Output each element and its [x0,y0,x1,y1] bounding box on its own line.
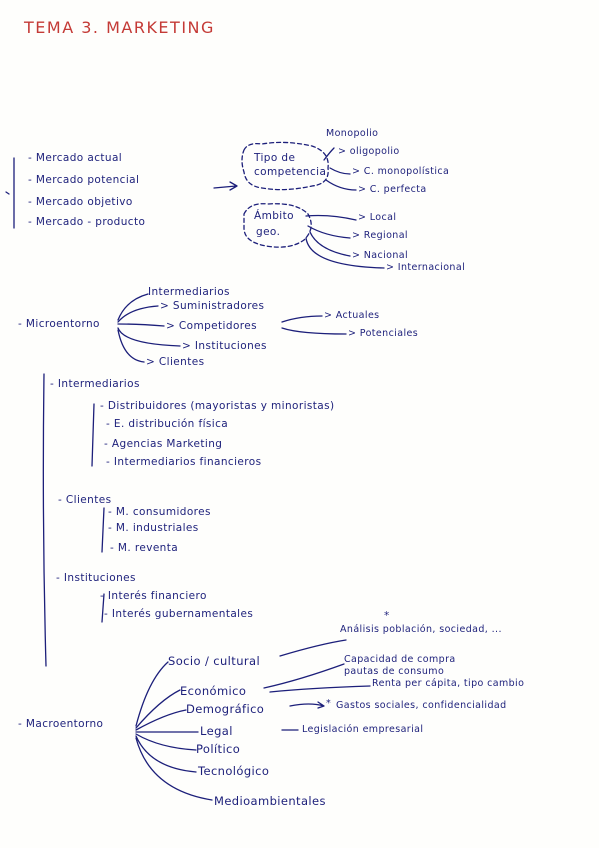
bracket-intermediarios [91,403,95,467]
macro-demografico: Demográfico [186,702,265,716]
macro-note-eco-3: Renta per cápita, tipo cambio [372,678,525,689]
macro-economico: Económico [180,684,247,698]
macro-tecnologico: Tecnológico [198,764,270,778]
micro-clientes: > Clientes [146,356,205,368]
mercado-producto: - Mercado - producto [28,216,146,228]
intermediarios-distribucion-fisica: - E. distribución física [106,418,229,430]
micro-intermediarios: Intermediarios [148,286,230,298]
macro-note-asterisk: * [384,610,390,622]
macro-legal: Legal [200,724,233,738]
tipo-competencia-label-2: competencia [254,166,327,178]
clientes-reventa: - M. reventa [110,542,179,554]
macro-note-eco-1: Capacidad de compra [344,654,456,665]
competidores-actuales: > Actuales [324,310,380,321]
mercado-actual: - Mercado actual [28,152,123,164]
intermediarios-financieros: - Intermediarios financieros [106,456,262,468]
macro-politico: Político [196,742,241,756]
intermediarios-distribuidores: - Distribuidores (mayoristas y minorista… [100,400,335,412]
micro-suministradores: > Suministradores [160,300,265,312]
ambito-internacional: > Internacional [386,262,466,273]
macro-note-eco-2: pautas de consumo [344,666,445,677]
bracket-instituciones [101,593,105,623]
cloud-tipo-competencia [241,141,329,191]
macro-note-socio: Análisis población, sociedad, ... [340,624,502,635]
mercado-potencial: - Mercado potencial [28,174,140,186]
macro-socio-cultural: Socio / cultural [168,654,261,668]
ambito-local: > Local [358,212,397,223]
instituciones-gubernamentales: - Interés gubernamentales [104,608,254,620]
macroentorno-label: - Macroentorno [18,718,104,730]
ambito-regional: > Regional [352,230,408,241]
intermediarios-agencias: - Agencias Marketing [104,438,223,450]
competidores-potenciales: > Potenciales [348,328,419,339]
mercado-objetivo: - Mercado objetivo [28,196,133,208]
arrow-mercado-competencia [213,181,238,191]
macro-medioambientales: Medioambientales [214,794,326,808]
micro-instituciones: > Instituciones [182,340,267,352]
macro-note-demo-star: * [326,698,332,709]
clientes-industriales: - M. industriales [108,522,199,534]
macro-note-demo: Gastos sociales, confidencialidad [336,700,507,711]
macro-note-legal: Legislación empresarial [302,724,424,735]
competencia-monopolistica: > C. monopolística [352,166,450,177]
bracket-clientes [101,507,105,553]
instituciones-label: - Instituciones [56,572,136,584]
competencia-perfecta: > C. perfecta [358,184,427,195]
intermediarios-label: - Intermediarios [50,378,140,390]
ambito-label-2: geo. [256,226,281,238]
cloud-ambito-geo [243,203,312,248]
clientes-consumidores: - M. consumidores [108,506,211,518]
ambito-nacional: > Nacional [352,250,409,261]
microentorno-label: - Microentorno [18,318,100,330]
ambito-label-1: Ámbito [254,210,294,222]
page-title: TEMA 3. MARKETING [24,18,215,37]
competencia-monopolio: Monopolio [326,128,379,139]
instituciones-financiero: - Interés financiero [100,590,207,602]
competencia-oligopolio: > oligopolio [338,146,400,157]
micro-competidores: > Competidores [166,320,257,332]
clientes-label: - Clientes [58,494,112,506]
bracket-microentorno-detail [42,373,47,667]
tipo-competencia-label-1: Tipo de [254,152,296,164]
